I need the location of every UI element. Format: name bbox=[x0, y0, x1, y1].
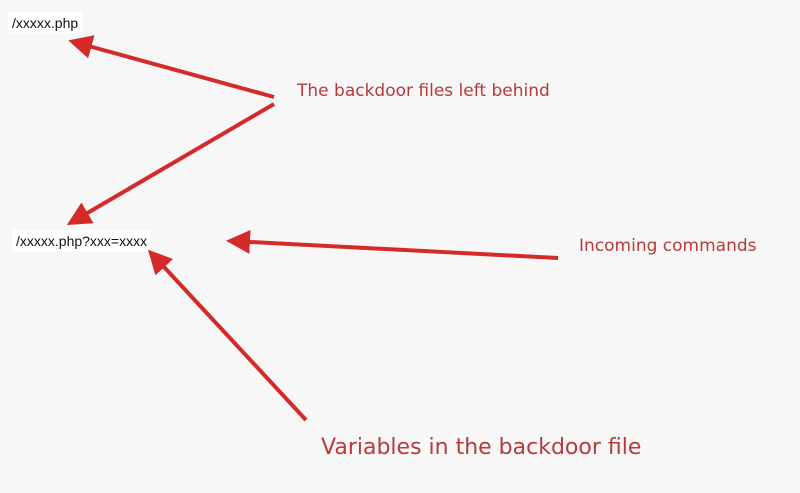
arrow-to-backdoor-command bbox=[66, 102, 276, 226]
arrow-from-incoming-commands bbox=[226, 229, 559, 260]
backdoor-file-path: /xxxxx.php bbox=[8, 12, 83, 34]
arrow-to-backdoor-file bbox=[68, 35, 275, 99]
backdoor-files-label: The backdoor files left behind bbox=[297, 81, 550, 101]
backdoor-command-path: /xxxxx.php?xxx=xxxx bbox=[12, 230, 152, 252]
variables-label: Variables in the backdoor file bbox=[321, 435, 642, 460]
incoming-commands-label: Incoming commands bbox=[579, 236, 757, 256]
arrow-from-variables bbox=[147, 249, 308, 422]
